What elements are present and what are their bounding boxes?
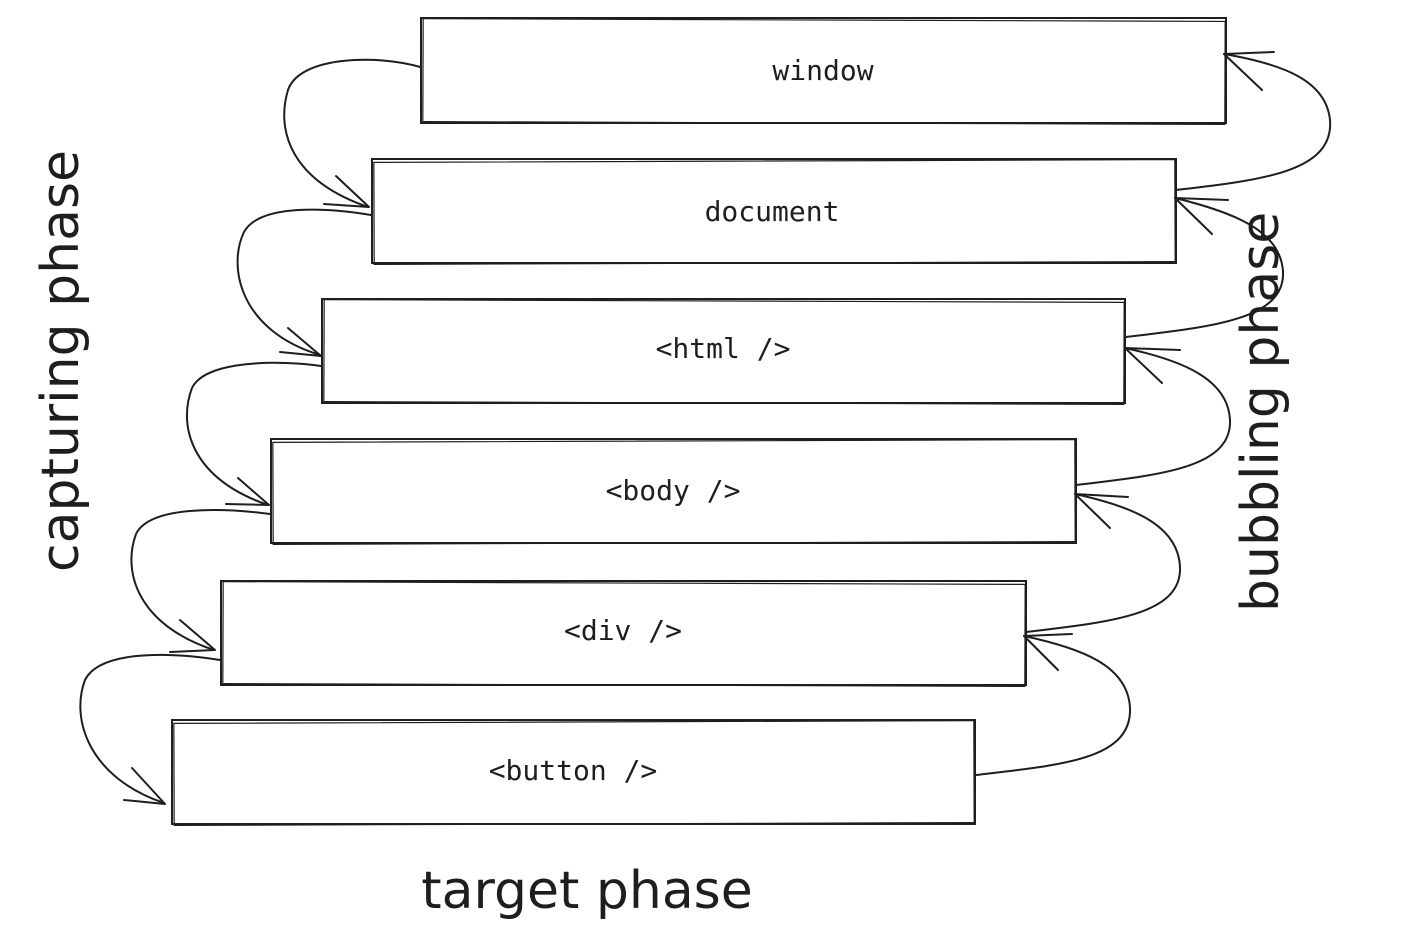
box-document: document xyxy=(371,158,1177,265)
bubble-arrow-button-div xyxy=(975,635,1132,776)
bubble-arrow-html-document-head xyxy=(1174,197,1229,235)
bubble-arrow-div-body xyxy=(1025,493,1182,633)
box-div: <div /> xyxy=(220,580,1027,688)
box-html-label: <html /> xyxy=(656,332,791,365)
box-body-label: <body /> xyxy=(606,474,741,507)
box-html: <html /> xyxy=(321,298,1126,406)
capture-arrow-div-target xyxy=(79,653,221,804)
capture-arrow-body-div xyxy=(130,509,271,651)
box-button-label: <button /> xyxy=(489,754,658,787)
capture-arrow-document-html-head xyxy=(279,327,322,357)
capture-arrow-div-target-head xyxy=(123,767,166,805)
bubble-arrow-div-body-head xyxy=(1074,493,1129,529)
bubbling-phase-label: bubbling phase xyxy=(1231,212,1291,612)
capture-arrow-html-body-head xyxy=(225,477,270,506)
bubble-arrow-body-html xyxy=(1075,347,1232,486)
box-window-label: window xyxy=(772,54,873,87)
bubble-arrow-document-window-head xyxy=(1223,51,1275,91)
box-body: <body /> xyxy=(270,438,1077,545)
bubble-arrow-document-window xyxy=(1175,53,1332,191)
capture-arrow-html-body xyxy=(185,361,322,506)
bubble-arrow-button-div-head xyxy=(1023,633,1073,671)
capture-arrow-body-div-head xyxy=(169,619,216,653)
box-window: window xyxy=(420,17,1227,126)
box-document-label: document xyxy=(705,195,840,228)
bubble-arrow-html-document xyxy=(1125,197,1285,338)
capture-arrow-document-html xyxy=(236,208,372,356)
capture-arrow-window-document xyxy=(283,58,421,208)
bubbling-arrows xyxy=(975,51,1332,776)
target-phase-label: target phase xyxy=(421,861,753,921)
capture-arrow-window-document-head xyxy=(323,175,370,208)
box-div-label: <div /> xyxy=(564,614,682,647)
capturing-arrows xyxy=(79,58,421,805)
bubble-arrow-body-html-head xyxy=(1124,347,1181,384)
box-button: <button /> xyxy=(171,719,976,826)
capturing-phase-label: capturing phase xyxy=(31,150,91,572)
